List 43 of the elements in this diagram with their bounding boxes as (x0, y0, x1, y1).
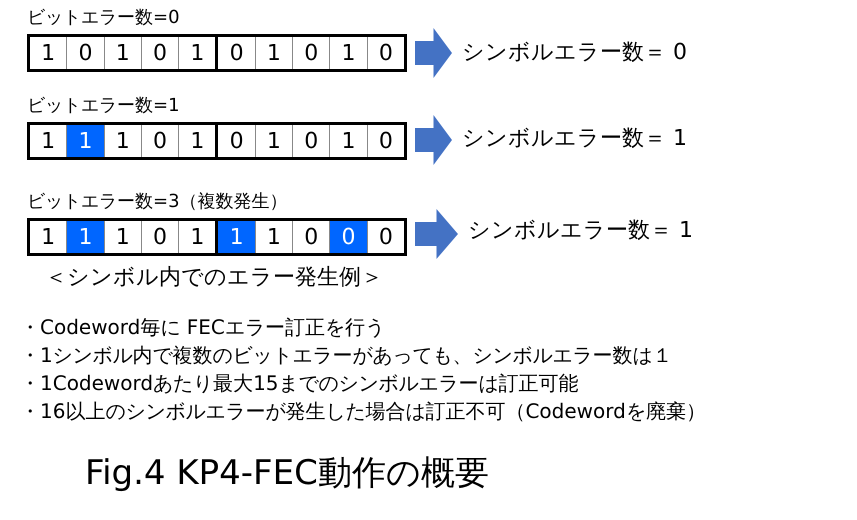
bit-cell: 0 (366, 221, 404, 253)
bit-cell: 1 (178, 37, 216, 69)
bit-error-heading: ビットエラー数=3（複数発生） (27, 190, 289, 214)
figure-caption: Fig.4 KP4-FEC動作の概要 (85, 452, 489, 495)
bit-cell: 1 (254, 37, 292, 69)
bit-cell: 1 (254, 125, 292, 157)
bullet-note: ・16以上のシンボルエラーが発生した場合は訂正不可（Codewordを廃棄） (20, 398, 706, 425)
bit-cell: 0 (140, 221, 178, 253)
bit-cell: 0 (329, 221, 367, 253)
bit-cell: 1 (30, 37, 66, 69)
bullet-note: ・1シンボル内で複数のビットエラーがあっても、シンボルエラー数は１ (20, 342, 673, 369)
bit-cell: 1 (104, 125, 141, 157)
bit-cell: 1 (329, 37, 367, 69)
example-caption: ＜シンボル内でのエラー発生例＞ (45, 264, 383, 292)
bit-cell: 0 (366, 37, 404, 69)
block-arrow (415, 28, 452, 78)
bit-cell: 1 (254, 221, 292, 253)
bit-cell: 1 (178, 125, 216, 157)
bit-cell: 1 (329, 125, 367, 157)
bit-cell: 1 (30, 125, 66, 157)
bit-cell: 1 (66, 125, 104, 157)
result-text: シンボルエラー数＝ 1 (458, 216, 693, 246)
bit-cell: 1 (215, 221, 255, 253)
result-text: シンボルエラー数＝ 1 (452, 124, 687, 154)
bit-cell: 1 (104, 221, 141, 253)
bit-cell: 0 (66, 37, 104, 69)
bit-cell: 1 (66, 221, 104, 253)
block-arrow (415, 209, 458, 259)
bit-cell: 0 (215, 125, 255, 157)
bit-cell: 0 (292, 125, 330, 157)
bit-cell: 0 (140, 37, 178, 69)
block-arrow (415, 115, 452, 165)
bit-error-heading: ビットエラー数=1 (27, 94, 181, 118)
bit-cell: 1 (30, 221, 66, 253)
bit-cell: 0 (140, 125, 178, 157)
bit-cell: 1 (104, 37, 141, 69)
bit-error-heading: ビットエラー数=0 (27, 6, 181, 30)
bullet-note: ・Codeword毎に FECエラー訂正を行う (20, 314, 385, 341)
bullet-note: ・1Codewordあたり最大15までのシンボルエラーは訂正可能 (20, 370, 579, 397)
bit-cell: 0 (215, 37, 255, 69)
bit-cell: 0 (292, 37, 330, 69)
result-text: シンボルエラー数＝ 0 (452, 38, 687, 68)
bit-cell: 0 (366, 125, 404, 157)
